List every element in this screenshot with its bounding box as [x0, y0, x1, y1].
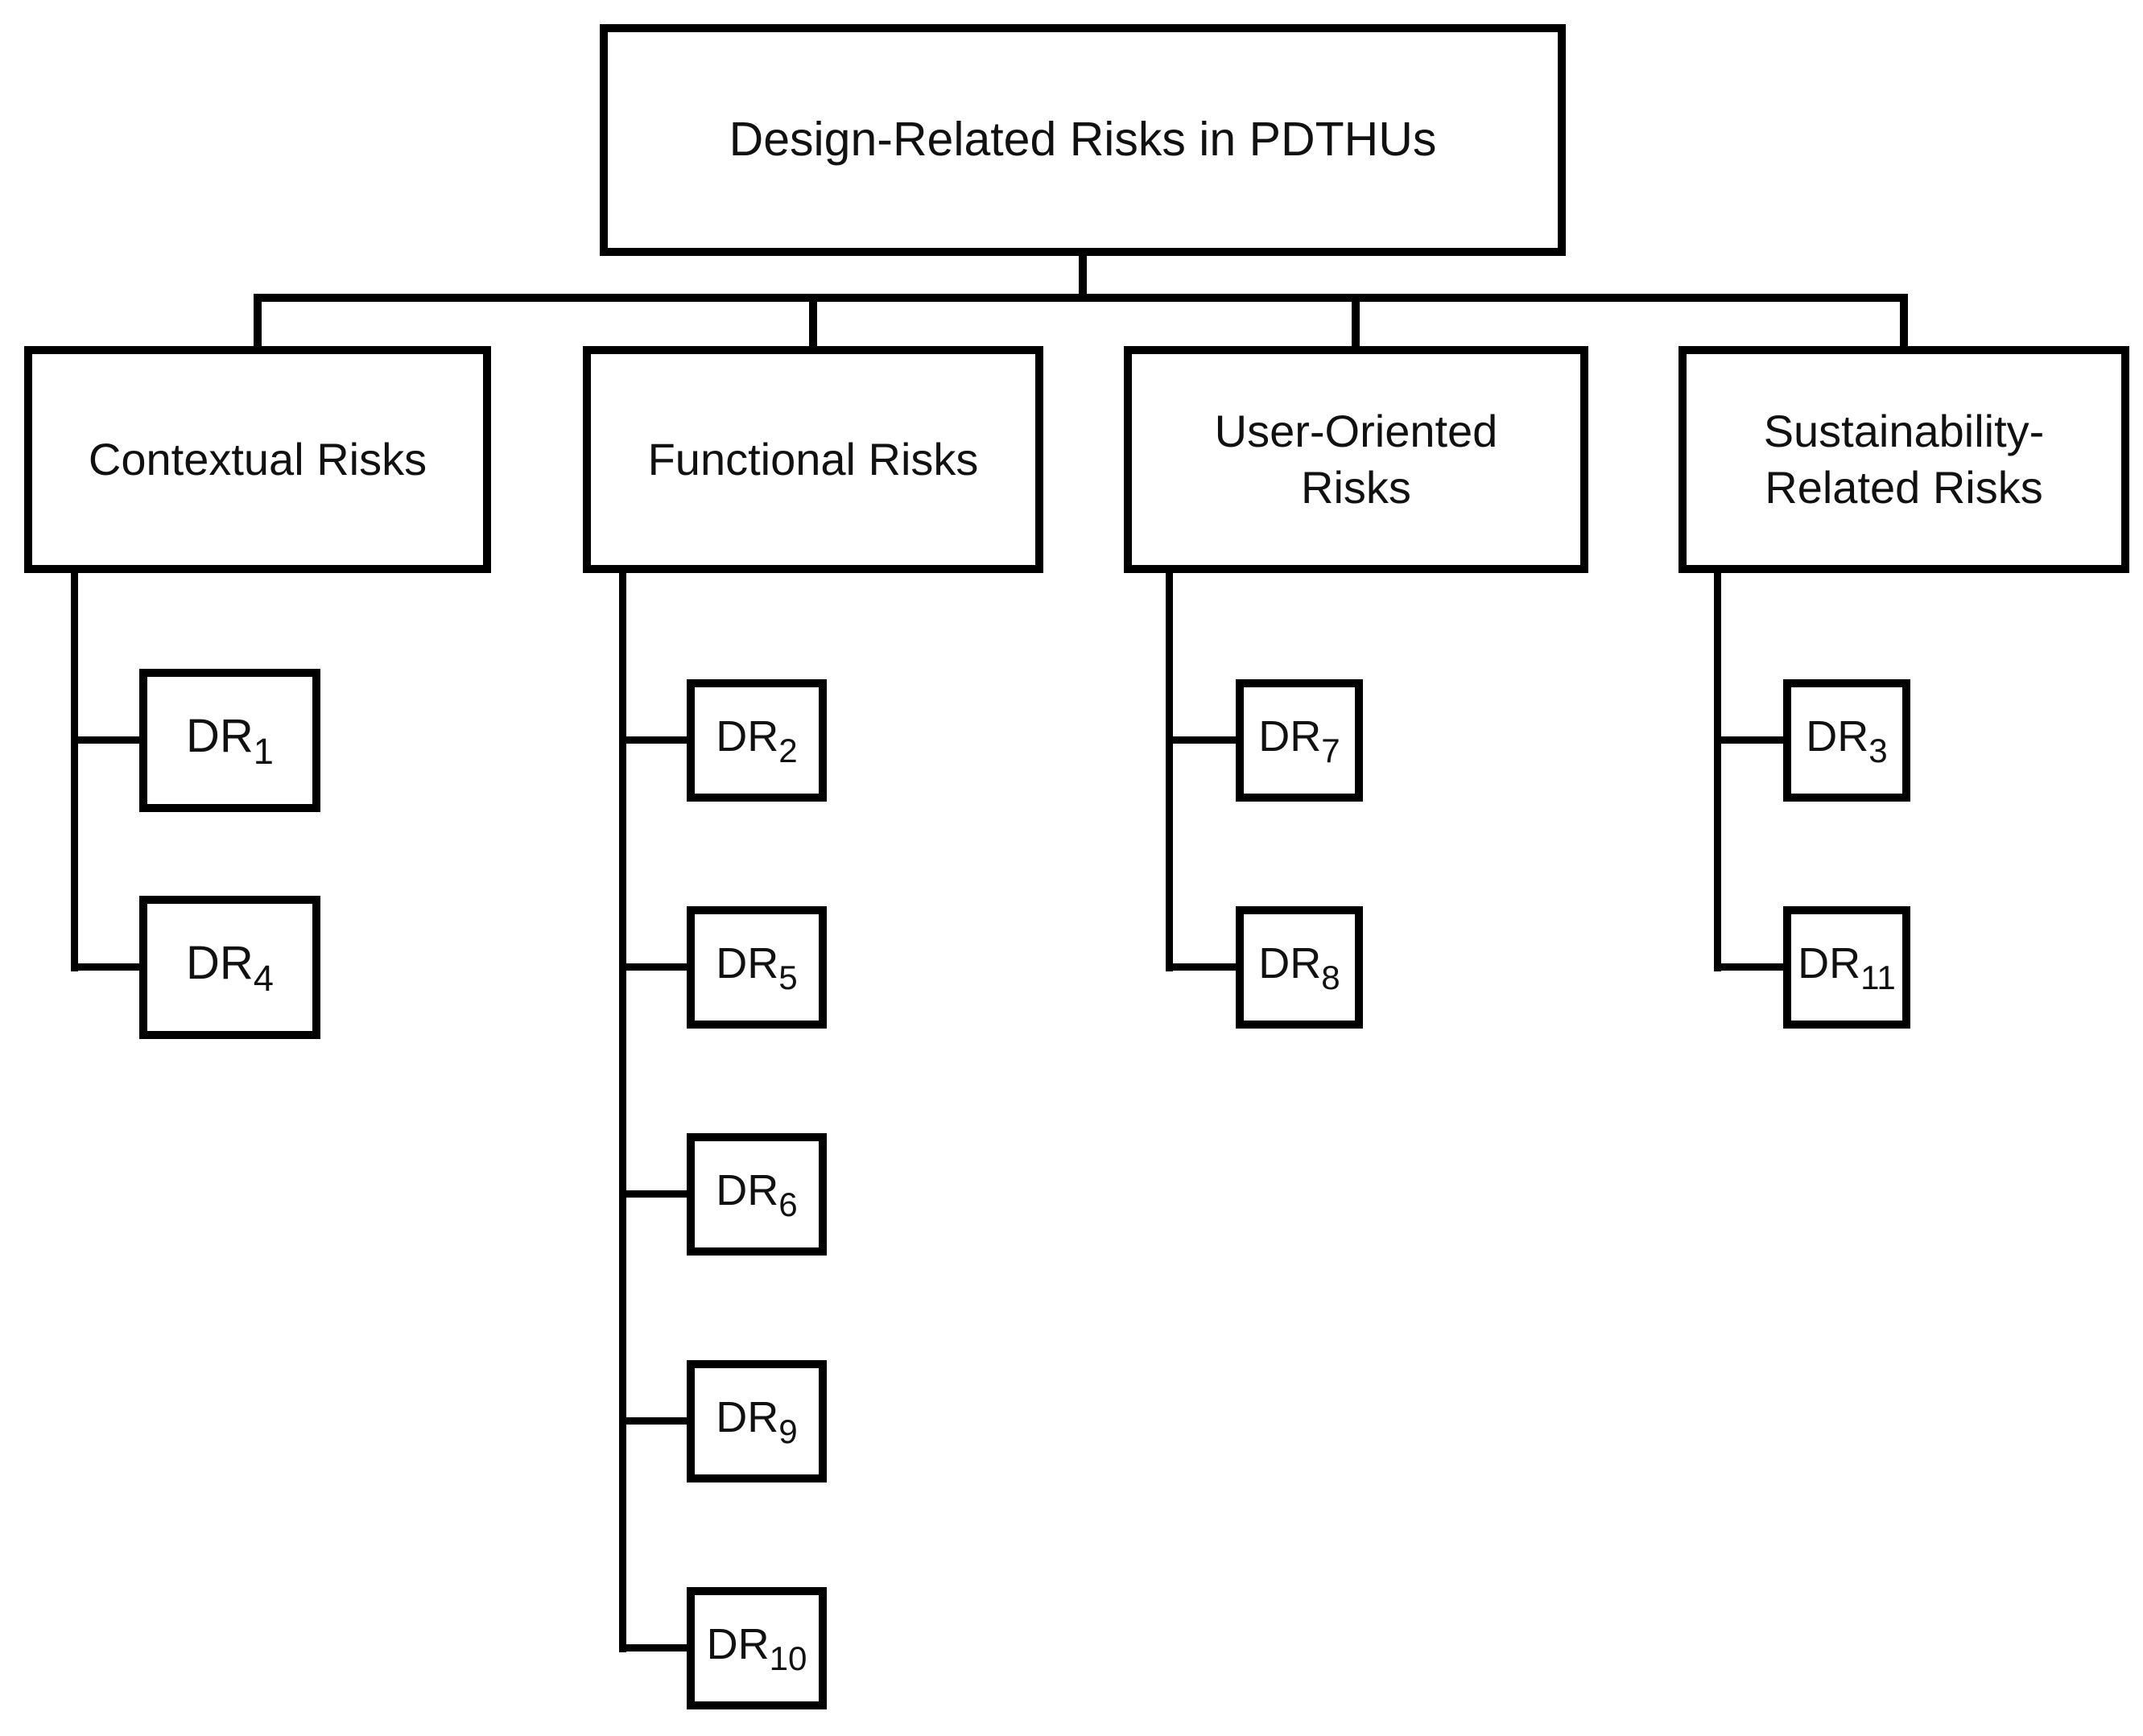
- connector-trunk-functional: [619, 570, 626, 1652]
- node-category-user-oriented: User-Oriented Risks: [1124, 346, 1588, 573]
- connector-stub-dr2: [619, 736, 687, 744]
- dr3-label: DR3: [1806, 712, 1888, 769]
- connector-stub-dr8: [1166, 963, 1236, 971]
- node-dr8: DR8: [1236, 906, 1363, 1029]
- node-dr11: DR11: [1783, 906, 1910, 1029]
- dr7-label: DR7: [1258, 712, 1340, 769]
- dr4-label: DR4: [186, 937, 274, 999]
- node-dr10: DR10: [687, 1587, 827, 1709]
- connector-drop-functional: [809, 294, 817, 350]
- dr2-label: DR2: [716, 712, 798, 769]
- node-dr2: DR2: [687, 679, 827, 802]
- node-dr6: DR6: [687, 1133, 827, 1256]
- category-contextual-label: Contextual Risks: [88, 434, 427, 485]
- connector-stub-dr9: [619, 1417, 687, 1425]
- connector-horizontal-bus: [254, 294, 1908, 302]
- node-category-functional: Functional Risks: [583, 346, 1043, 573]
- connector-trunk-sustainability: [1714, 570, 1721, 971]
- connector-stub-dr5: [619, 963, 687, 971]
- connector-root-stem: [1079, 253, 1087, 298]
- dr6-label: DR6: [716, 1166, 798, 1223]
- dr8-label: DR8: [1258, 939, 1340, 996]
- connector-stub-dr11: [1714, 963, 1783, 971]
- node-dr1: DR1: [139, 669, 320, 812]
- dr10-label: DR10: [706, 1620, 807, 1677]
- connector-stub-dr6: [619, 1190, 687, 1198]
- connector-drop-contextual: [254, 294, 262, 350]
- dr5-label: DR5: [716, 939, 798, 996]
- dr1-label: DR1: [186, 710, 274, 772]
- node-root-label: Design-Related Risks in PDTHUs: [729, 113, 1437, 167]
- connector-drop-user-oriented: [1352, 294, 1360, 350]
- node-dr3: DR3: [1783, 679, 1910, 802]
- connector-trunk-user-oriented: [1166, 570, 1173, 971]
- dr11-label: DR11: [1798, 939, 1896, 996]
- connector-drop-sustainability: [1900, 294, 1908, 350]
- node-root: Design-Related Risks in PDTHUs: [600, 24, 1566, 256]
- connector-stub-dr7: [1166, 736, 1236, 744]
- connector-trunk-contextual: [71, 570, 78, 971]
- node-dr5: DR5: [687, 906, 827, 1029]
- node-dr4: DR4: [139, 896, 320, 1039]
- node-dr9: DR9: [687, 1360, 827, 1482]
- node-category-contextual: Contextual Risks: [24, 346, 491, 573]
- connector-stub-dr3: [1714, 736, 1783, 744]
- connector-stub-dr1: [71, 736, 139, 744]
- node-category-sustainability: Sustainability-Related Risks: [1678, 346, 2129, 573]
- connector-stub-dr4: [71, 963, 139, 971]
- node-dr7: DR7: [1236, 679, 1363, 802]
- category-sustainability-label: Sustainability-Related Risks: [1763, 406, 2045, 513]
- category-functional-label: Functional Risks: [647, 434, 979, 485]
- dr9-label: DR9: [716, 1393, 798, 1450]
- category-user-oriented-label: User-Oriented Risks: [1214, 406, 1498, 513]
- connector-stub-dr10: [619, 1644, 687, 1651]
